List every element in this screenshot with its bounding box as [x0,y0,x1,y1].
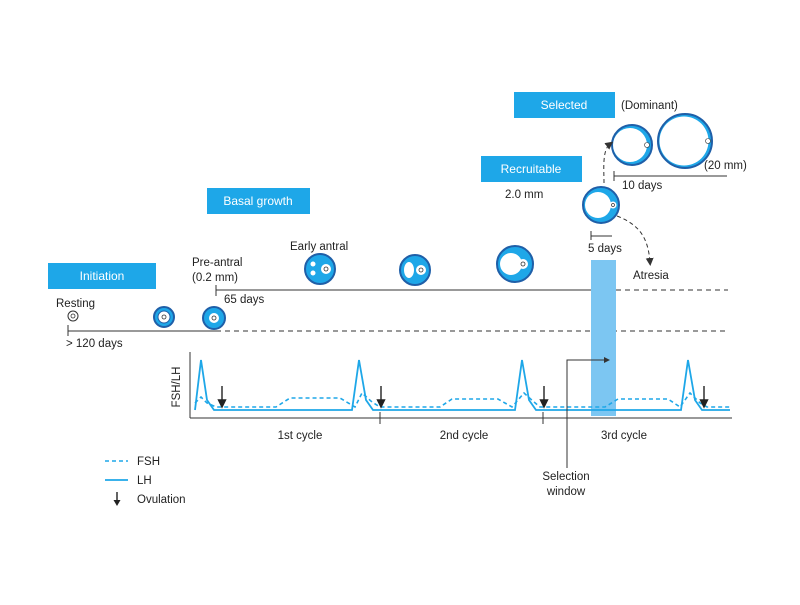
atresia-arrow [616,215,654,266]
selection-window-band [591,260,616,416]
recruit-to-selected-arrow [603,141,614,184]
cycle-3-label: 3rd cycle [601,430,647,442]
dominant-label: (Dominant) [621,100,678,112]
selection-window-pointer-head [604,357,610,363]
resting-label: Resting [56,298,95,310]
basal-growth-label: Basal growth [223,194,292,208]
selected-box: Selected [514,92,615,118]
legend: FSH LH Ovulation [105,456,186,506]
selection-window-label-line1: Selection [542,471,589,483]
legend-fsh-label: FSH [137,456,160,468]
pre-antral-size-label: (0.2 mm) [192,272,238,284]
follicles [67,113,713,330]
early-antral-label: Early antral [290,241,348,253]
ovulation-arrow-4-head [699,399,709,409]
ovulation-arrow-1-head [217,399,227,409]
legend-ovulation-arrow-head [113,500,121,506]
early-antral-follicle-1 [304,253,336,285]
selected-label: Selected [541,98,588,112]
resting-follicle [67,310,79,322]
early-antral-follicle-2 [399,254,431,286]
early-antral-follicle-3 [496,245,534,283]
resting-duration-label: > 120 days [66,338,123,350]
initiation-label: Initiation [80,269,125,283]
lh-curve [194,359,730,411]
dominant-follicle [657,113,713,169]
selection-window-label-line2: window [546,486,586,498]
primary-follicle [153,306,175,328]
selection-window-pointer [566,359,604,468]
basal-growth-box: Basal growth [207,188,310,214]
initiation-box: Initiation [48,263,156,289]
legend-lh-label: LH [137,475,152,487]
y-axis-label: FSH/LH [171,367,183,408]
atresia-label: Atresia [633,270,669,282]
pre-antral-label: Pre-antral [192,257,243,269]
recruit-duration-label: 5 days [588,243,622,255]
recruitable-size-label: 2.0 mm [505,189,543,201]
fsh-curve [194,391,730,409]
recruitable-box: Recruitable [481,156,582,182]
hormone-chart: FSH/LH 1st cycle 2nd cycle 3rd cycle [171,352,732,442]
dominant-size-label: (20 mm) [704,160,747,172]
ovulation-arrow-3-head [539,399,549,409]
selected-follicle-small [611,124,653,166]
basal-duration-label: 65 days [224,294,265,306]
recruitable-follicle [582,186,620,224]
selected-duration-label: 10 days [622,180,663,192]
ovulation-arrow-2-head [376,399,386,409]
pre-antral-follicle [202,306,226,330]
legend-ovulation-label: Ovulation [137,494,186,506]
cycle-1-label: 1st cycle [278,430,323,442]
recruitable-label: Recruitable [501,162,562,176]
cycle-2-label: 2nd cycle [440,430,489,442]
timelines [67,171,728,336]
